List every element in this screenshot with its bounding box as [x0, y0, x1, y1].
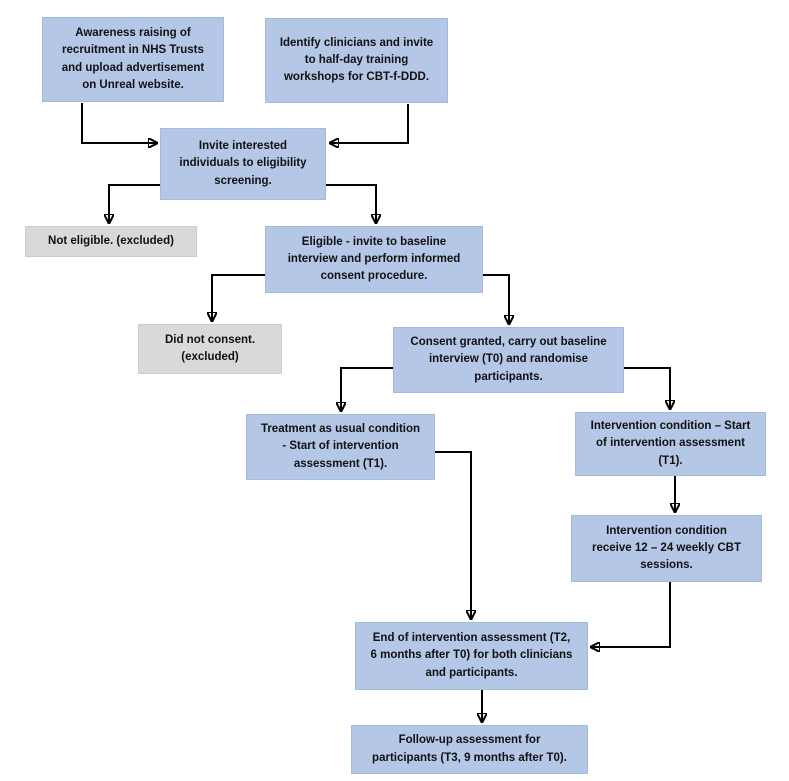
arrow-invite-to-eligible [326, 184, 376, 222]
invite-screening-box: Invite interested individuals to eligibi… [160, 128, 326, 200]
arrow-eligible-to-did-not-consent [212, 274, 265, 320]
intervention-sessions-box: Intervention condition receive 12 – 24 w… [571, 515, 762, 582]
eligible-box: Eligible - invite to baseline interview … [265, 226, 483, 293]
arrow-eligible-to-consent-granted [483, 274, 509, 323]
consent-granted-box: Consent granted, carry out baseline inte… [393, 327, 624, 393]
arrow-consent-to-intervention [624, 367, 670, 408]
treatment-as-usual-box: Treatment as usual condition - Start of … [246, 414, 435, 480]
not-eligible-box: Not eligible. (excluded) [25, 226, 197, 257]
arrow-identify-to-invite [331, 104, 409, 143]
arrow-invite-to-not-eligible [109, 184, 160, 222]
intervention-start-box: Intervention condition – Start of interv… [575, 412, 766, 476]
arrow-sessions-to-end [592, 582, 671, 647]
arrow-awareness-to-invite [81, 103, 156, 143]
arrow-consent-to-tau [341, 367, 393, 410]
identify-clinicians-box: Identify clinicians and invite to half-d… [265, 18, 448, 103]
end-of-intervention-box: End of intervention assessment (T2, 6 mo… [355, 622, 588, 690]
awareness-box: Awareness raising of recruitment in NHS … [42, 17, 224, 102]
arrow-tau-to-end [435, 451, 471, 618]
did-not-consent-box: Did not consent. (excluded) [138, 324, 282, 374]
follow-up-box: Follow-up assessment for participants (T… [351, 725, 588, 774]
